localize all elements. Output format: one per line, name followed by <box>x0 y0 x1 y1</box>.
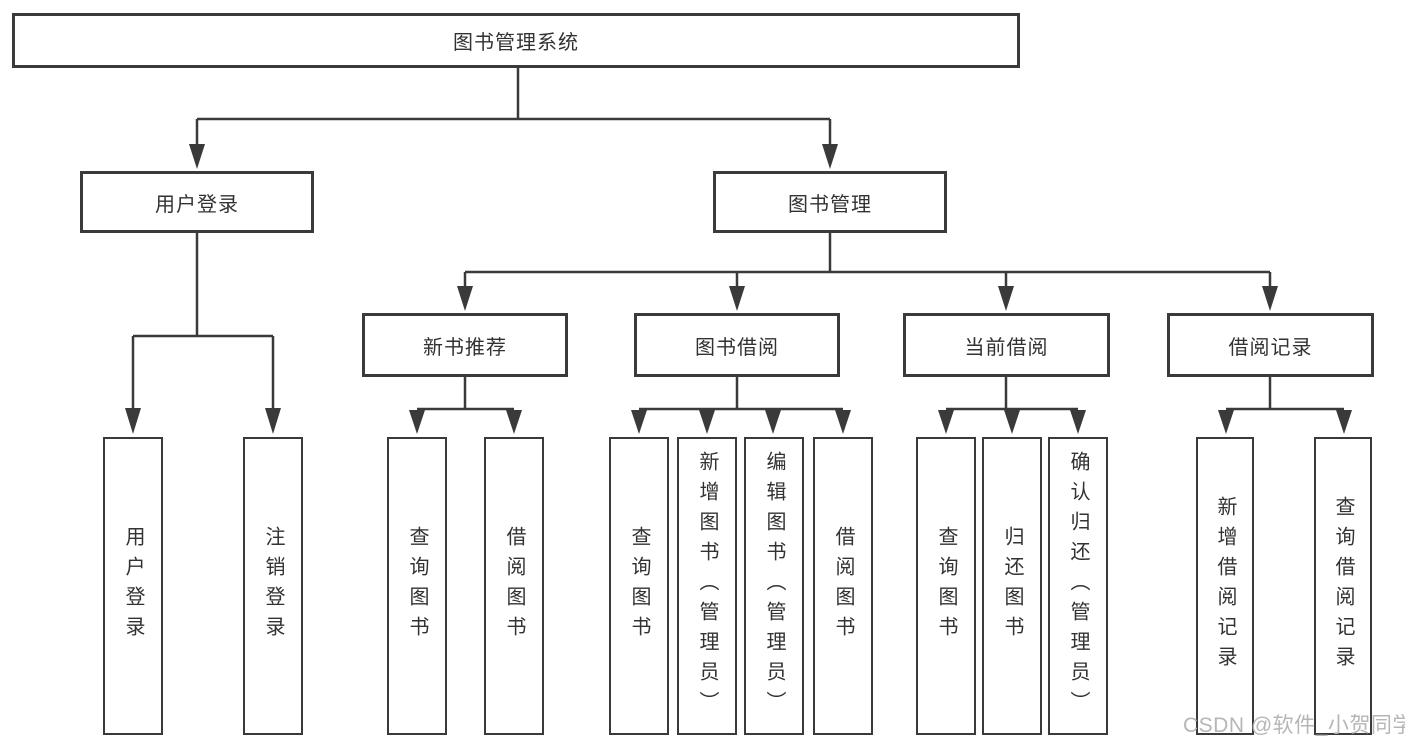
leaf-confirm-return-admin: 确认归还（管理员） <box>1048 437 1108 735</box>
leaf-logout: 注销登录 <box>243 437 303 735</box>
leaf-query-borrow-record: 查询借阅记录 <box>1314 437 1372 735</box>
node-book-management-label: 图书管理 <box>788 193 872 216</box>
node-current-borrow: 当前借阅 <box>903 313 1110 377</box>
leaf-borrow-books: 借阅图书 <box>813 437 873 735</box>
leaf-user-login-label: 用户登录 <box>122 526 144 646</box>
leaf-logout-label: 注销登录 <box>262 526 284 646</box>
node-new-book-recommend: 新书推荐 <box>362 313 568 377</box>
node-user-login-label: 用户登录 <box>155 193 239 216</box>
leaf-add-borrow-record: 新增借阅记录 <box>1196 437 1254 735</box>
node-book-borrow-label: 图书借阅 <box>695 336 779 359</box>
node-book-borrow: 图书借阅 <box>634 313 840 377</box>
leaf-add-borrow-record-label: 新增借阅记录 <box>1214 496 1236 676</box>
node-current-borrow-label: 当前借阅 <box>964 336 1049 359</box>
leaf-user-login: 用户登录 <box>103 437 163 735</box>
node-borrow-record: 借阅记录 <box>1167 313 1374 377</box>
leaf-query-borrow-record-label: 查询借阅记录 <box>1332 496 1354 676</box>
node-user-login: 用户登录 <box>80 171 314 233</box>
leaf-edit-book-admin: 编辑图书（管理员） <box>744 437 804 735</box>
leaf-newbook-query-books: 查询图书 <box>387 437 447 735</box>
node-root-label: 图书管理系统 <box>453 32 579 54</box>
leaf-add-book-admin-label: 新增图书（管理员） <box>696 451 718 721</box>
node-root: 图书管理系统 <box>12 13 1020 68</box>
leaf-newbook-borrow-books: 借阅图书 <box>484 437 544 735</box>
node-book-management: 图书管理 <box>713 171 947 233</box>
leaf-add-book-admin: 新增图书（管理员） <box>677 437 737 735</box>
node-new-book-recommend-label: 新书推荐 <box>423 336 507 359</box>
leaf-confirm-return-admin-label: 确认归还（管理员） <box>1067 451 1089 721</box>
leaf-edit-book-admin-label: 编辑图书（管理员） <box>763 451 785 721</box>
leaf-newbook-query-books-label: 查询图书 <box>406 526 428 646</box>
leaf-current-query-books-label: 查询图书 <box>935 526 957 646</box>
leaf-return-books: 归还图书 <box>982 437 1042 735</box>
leaf-return-books-label: 归还图书 <box>1001 526 1023 646</box>
leaf-borrow-books-label: 借阅图书 <box>832 526 854 646</box>
leaf-current-query-books: 查询图书 <box>916 437 976 735</box>
leaf-borrow-query-books: 查询图书 <box>609 437 669 735</box>
csdn-watermark: CSDN @软件_小贺同学 <box>1183 714 1405 737</box>
leaf-newbook-borrow-books-label: 借阅图书 <box>503 526 525 646</box>
leaf-borrow-query-books-label: 查询图书 <box>628 526 650 646</box>
node-borrow-record-label: 借阅记录 <box>1228 336 1313 359</box>
